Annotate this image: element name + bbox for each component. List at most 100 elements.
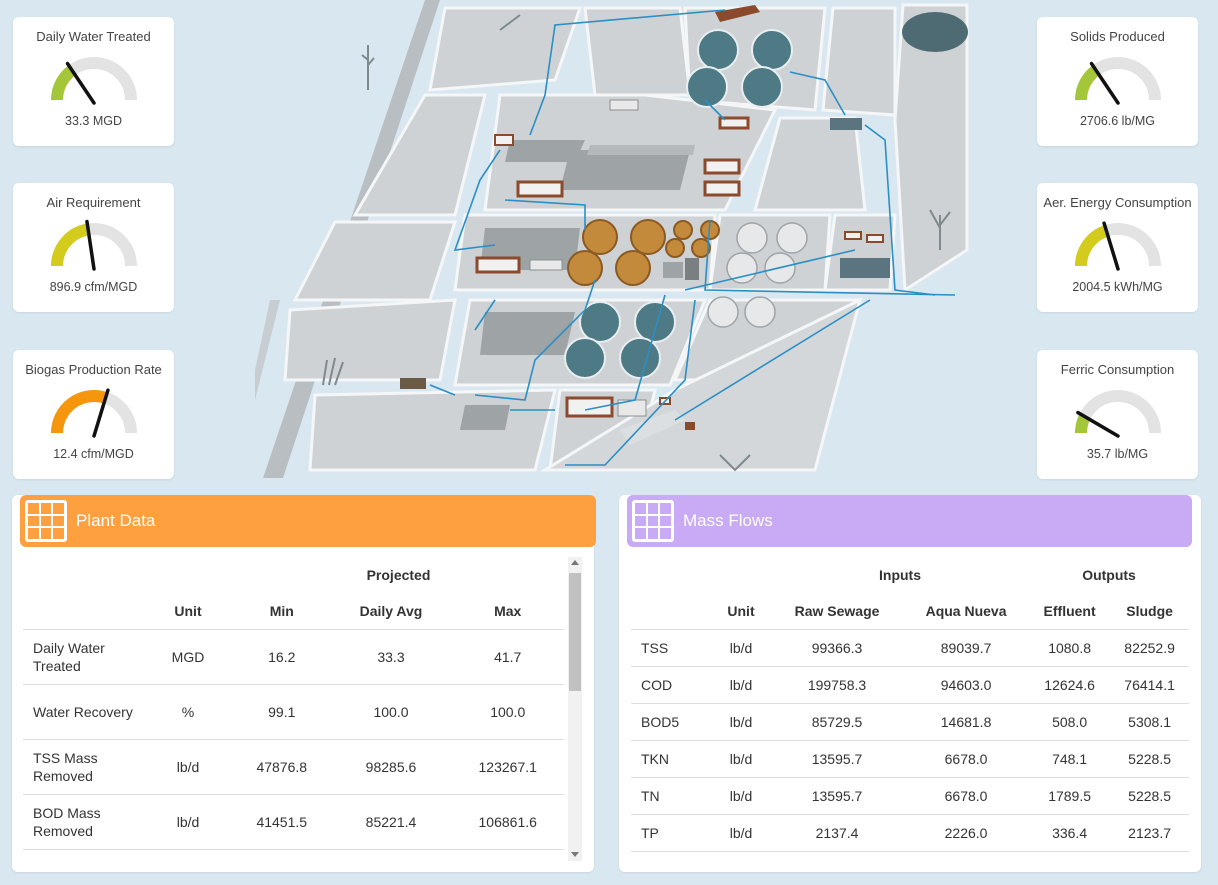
column-header: Daily Avg [359, 602, 423, 619]
scroll-down-arrow[interactable] [571, 852, 579, 857]
gauge-track [1075, 390, 1161, 434]
gauge-title: Ferric Consumption [1060, 362, 1175, 377]
gauge-fill [51, 65, 77, 101]
cell-avg: 100.0 [330, 683, 452, 739]
gauge-dial [51, 219, 137, 271]
cell-unit: lb/d [711, 628, 771, 666]
gauge-fill [1075, 65, 1101, 101]
gauge-needle [85, 219, 96, 271]
gauge-title: Biogas Production Rate [25, 362, 162, 377]
cell-sludge: 76414.1 [1110, 665, 1189, 703]
gauge-needle [92, 388, 110, 438]
cell-aqua-nueva: 6678.0 [903, 739, 1030, 777]
table-row: TSS lb/d 99366.3 89039.7 1080.8 82252.9 [631, 628, 1189, 666]
cell-avg: 98285.6 [330, 738, 452, 794]
pond [902, 12, 968, 52]
table-row: COD lb/d 199758.3 94603.0 12624.6 76414.… [631, 665, 1189, 703]
gauge-needle [1076, 410, 1120, 438]
gauge-card-biogas-production-rate: Biogas Production Rate 12.4 cfm/MGD [13, 350, 174, 479]
plant-map [255, 0, 969, 478]
gauge-needle [65, 61, 96, 105]
grid-icon [25, 500, 67, 542]
cell-unit: lb/d [711, 665, 771, 703]
table-row: Water Recovery % 99.1 100.0 100.0 [23, 683, 564, 739]
cell-min: 16.2 [233, 628, 331, 684]
gauge-card-solids-produced: Solids Produced 2706.6 lb/MG [1037, 17, 1198, 146]
gauge-fill [51, 223, 90, 267]
row-label: Daily Water Treated [23, 628, 143, 684]
gauge-needle [1102, 221, 1120, 271]
cell-effluent: 1080.8 [1029, 628, 1111, 666]
cell-unit: lb/d [143, 738, 233, 794]
cell-effluent: 336.4 [1029, 813, 1111, 851]
cell-unit: % [143, 683, 233, 739]
gauge-value: 2004.5 kWh/MG [1072, 280, 1163, 294]
table-row: TKN lb/d 13595.7 6678.0 748.1 5228.5 [631, 739, 1189, 777]
row-label: TSS [631, 628, 711, 666]
cell-avg: 85221.4 [330, 793, 452, 849]
clarifier-tanks [564, 29, 793, 379]
cell-effluent: 1789.5 [1029, 776, 1111, 814]
column-header: Unit [174, 602, 202, 619]
cell-max: 100.0 [451, 683, 564, 739]
panel-title: Mass Flows [683, 511, 773, 530]
mass-flows-header: Mass Flows [627, 495, 1192, 547]
cell-effluent: 12624.6 [1029, 665, 1111, 703]
cell-sludge: 82252.9 [1110, 628, 1189, 666]
cell-sludge: 5308.1 [1110, 702, 1189, 740]
gauge-value: 2706.6 lb/MG [1079, 114, 1156, 128]
table-row: BOD5 lb/d 85729.5 14681.8 508.0 5308.1 [631, 702, 1189, 740]
scroll-up-arrow[interactable] [571, 560, 579, 565]
digester-tanks [567, 219, 720, 286]
buildings [400, 5, 890, 445]
gauge-card-air-requirement: Air Requirement 896.9 cfm/MGD [13, 183, 174, 312]
gauge-card-ferric-consumption: Ferric Consumption 35.7 lb/MG [1037, 350, 1198, 479]
table-row: BOD Mass Removed lb/d 41451.5 85221.4 10… [23, 793, 564, 849]
row-label: Water Recovery [23, 683, 143, 739]
group-label-inputs: Inputs [879, 567, 922, 583]
mass-flows-panel: Mass Flows Inputs Outputs Unit Raw Sewag… [619, 495, 1201, 872]
column-header: Raw Sewage [794, 602, 880, 619]
cell-raw-sewage: 199758.3 [771, 665, 904, 703]
row-label: TN [631, 776, 711, 814]
column-header: Max [494, 602, 522, 619]
scrollbar[interactable] [568, 557, 582, 861]
cell-sludge: 5228.5 [1110, 776, 1189, 814]
mass-flows-table: Inputs Outputs Unit Raw Sewage Aqua Nuev… [631, 557, 1189, 852]
row-label: COD [631, 665, 711, 703]
row-label: BOD Mass Removed [23, 793, 143, 849]
grid-icon [632, 500, 674, 542]
gauge-value: 896.9 cfm/MGD [49, 280, 138, 294]
group-label-projected: Projected [366, 567, 431, 583]
table-row: TP lb/d 2137.4 2226.0 336.4 2123.7 [631, 813, 1189, 851]
cell-max: 41.7 [451, 628, 564, 684]
cell-aqua-nueva: 94603.0 [903, 665, 1030, 703]
gauge-title: Air Requirement [46, 195, 141, 210]
cell-unit: lb/d [711, 776, 771, 814]
cell-unit: lb/d [711, 739, 771, 777]
cell-unit: lb/d [711, 813, 771, 851]
cell-avg: 33.3 [330, 628, 452, 684]
cell-sludge: 2123.7 [1110, 813, 1189, 851]
cell-raw-sewage: 99366.3 [771, 628, 904, 666]
gauge-dial [1075, 221, 1161, 271]
column-header: Aqua Nueva [925, 602, 1007, 619]
gauge-title: Solids Produced [1070, 29, 1165, 44]
table-row: Daily Water Treated MGD 16.2 33.3 41.7 [23, 628, 564, 684]
cell-min: 47876.8 [233, 738, 331, 794]
gauge-needle [1089, 61, 1120, 105]
map-decorations [322, 14, 951, 472]
gauge-fill [51, 390, 108, 434]
gauge-card-daily-water-treated: Daily Water Treated 33.3 MGD [13, 17, 174, 146]
row-label: BOD5 [631, 702, 711, 740]
gauge-fill [1075, 225, 1109, 267]
cell-unit: lb/d [711, 702, 771, 740]
gauge-dial [1075, 390, 1161, 438]
cell-effluent: 748.1 [1029, 739, 1111, 777]
scroll-thumb[interactable] [569, 573, 581, 691]
cell-raw-sewage: 13595.7 [771, 776, 904, 814]
column-header: Min [269, 602, 294, 619]
gauge-fill [1075, 413, 1091, 434]
cell-max: 123267.1 [451, 738, 564, 794]
column-header: Unit [727, 602, 755, 619]
